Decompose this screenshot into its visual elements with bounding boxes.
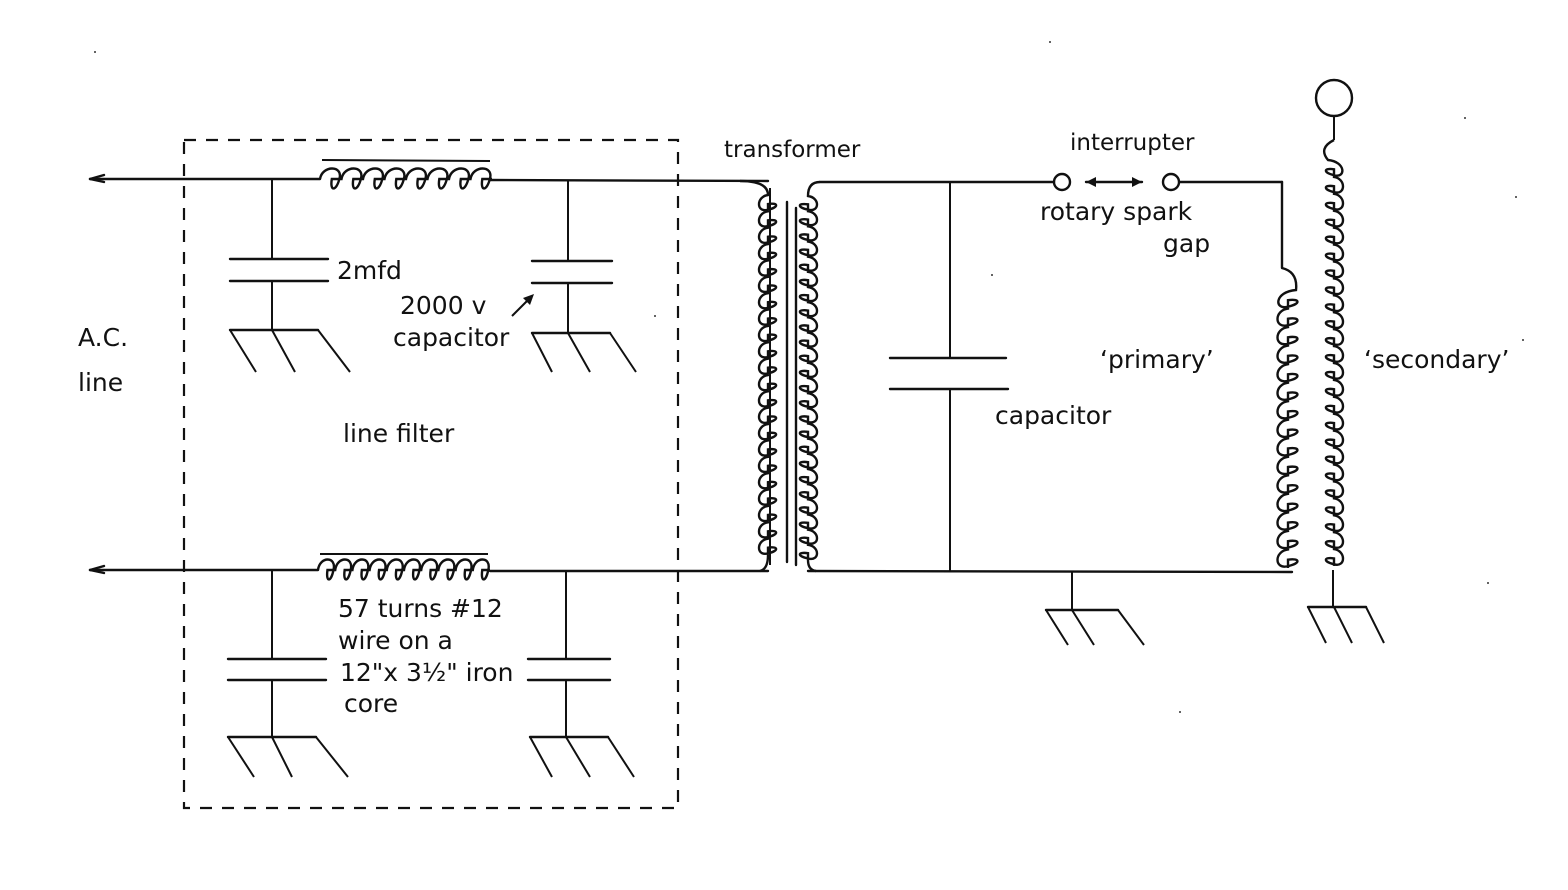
ground-symbol bbox=[530, 331, 637, 373]
ground-symbol bbox=[1044, 572, 1145, 646]
spark-gap-electrode bbox=[1161, 172, 1181, 192]
bottom-line-wire bbox=[88, 564, 770, 575]
transformer bbox=[739, 179, 821, 573]
top-load-sphere bbox=[1314, 78, 1354, 118]
ground-symbol bbox=[528, 735, 635, 778]
filter-capacitor-top-right bbox=[530, 180, 614, 333]
tank-capacitor bbox=[888, 182, 1010, 571]
bottom-choke-inductor bbox=[316, 553, 490, 581]
top-choke-inductor bbox=[318, 159, 492, 190]
label-primary: ‘primary’ bbox=[1100, 345, 1214, 374]
label-rotary-spark-gap: rotary spark bbox=[1040, 197, 1193, 226]
filter-capacitor-bottom-right bbox=[526, 571, 612, 737]
filter-capacitor-top-left bbox=[228, 179, 330, 330]
label-transformer: transformer bbox=[724, 137, 861, 163]
spark-gap-electrode bbox=[1052, 172, 1072, 192]
primary-coil bbox=[1276, 266, 1299, 568]
rotary-spark-gap bbox=[1052, 172, 1181, 192]
label-choke-spec: core bbox=[344, 689, 398, 718]
tank-wires bbox=[806, 180, 1294, 574]
label-choke-spec: 12"x 3½" iron bbox=[340, 658, 513, 687]
line-filter-enclosure bbox=[182, 138, 680, 810]
label-secondary: ‘secondary’ bbox=[1364, 345, 1509, 374]
label-capacitor-value: 2mfd bbox=[337, 256, 402, 285]
label-tank-capacitor: capacitor bbox=[995, 401, 1112, 430]
filter-capacitor-bottom-left bbox=[226, 570, 328, 737]
label-choke-spec: 57 turns #12 bbox=[338, 594, 503, 623]
scan-speck bbox=[94, 41, 1524, 713]
label-rotary-spark-gap: gap bbox=[1163, 229, 1210, 258]
top-line-wire bbox=[88, 173, 770, 184]
label-capacitor-voltage: 2000 v bbox=[400, 291, 487, 320]
double-arrow-icon bbox=[1084, 177, 1144, 187]
label-filter-capacitor: capacitor bbox=[393, 323, 510, 352]
label-choke-spec: wire on a bbox=[338, 626, 453, 655]
secondary-coil bbox=[1314, 78, 1354, 607]
label-ac-line: line bbox=[78, 368, 123, 397]
label-ac-line: A.C. bbox=[78, 323, 128, 352]
label-interrupter: interrupter bbox=[1070, 130, 1195, 156]
ground-symbol bbox=[1306, 605, 1385, 644]
ground-symbol bbox=[228, 328, 351, 373]
label-line-filter: line filter bbox=[343, 419, 455, 448]
arrow-icon bbox=[511, 294, 534, 317]
ground-symbol bbox=[226, 735, 349, 778]
